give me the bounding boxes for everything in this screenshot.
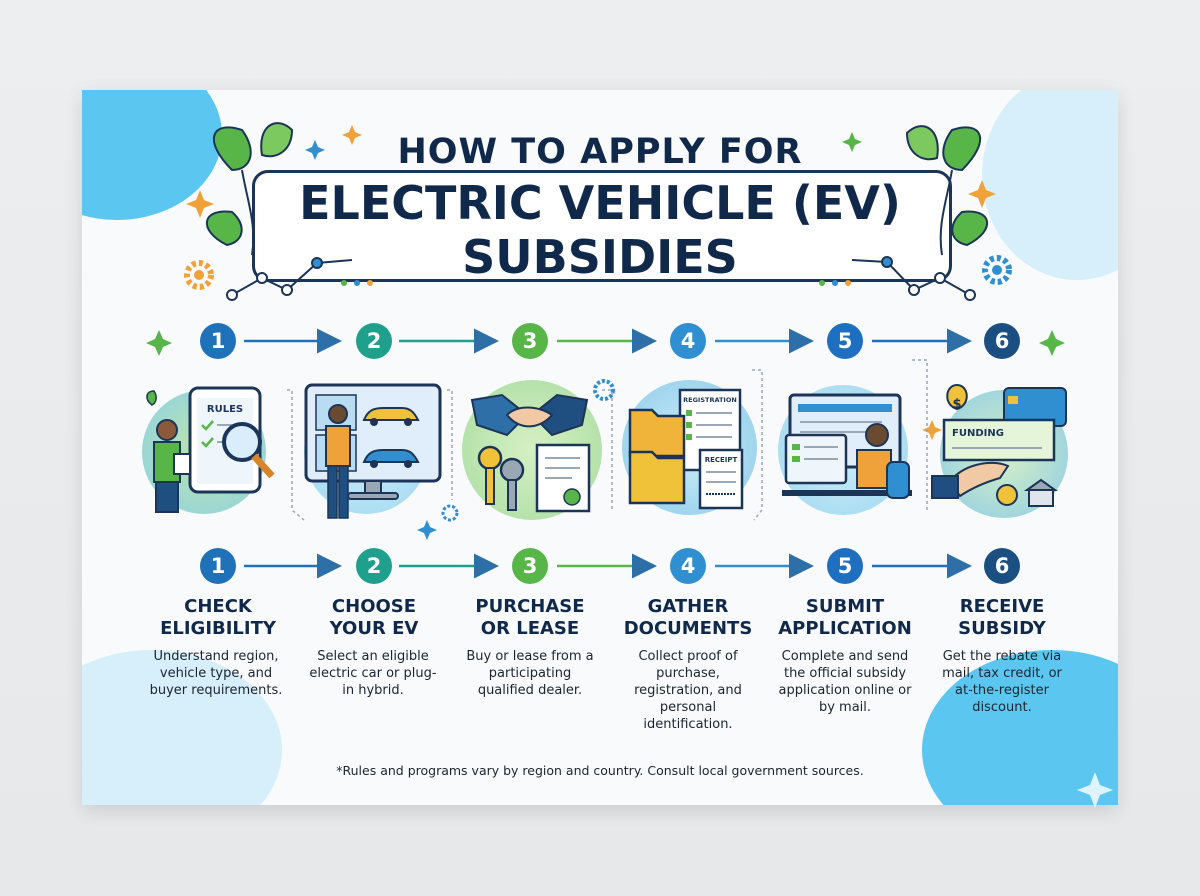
step-1-title: CHECK ELIGIBILITY (160, 596, 276, 639)
documents-folders-icon: REGISTRATION RECEIPT (628, 388, 744, 510)
title-line-3: SUBSIDIES (462, 230, 738, 284)
step-1-number-bottom: 1 (200, 548, 236, 584)
step-2-number-bottom: 2 (356, 548, 392, 584)
step-5-description: Complete and send the official subsidy a… (778, 649, 912, 715)
title-frame (252, 170, 952, 282)
step-1-description: Understand region, vehicle type, and buy… (149, 649, 283, 698)
handshake-keys-contract-icon (470, 393, 591, 513)
funding-label: FUNDING (952, 428, 1004, 439)
step-5-number-top: 5 (827, 323, 863, 359)
step-4-title: GATHER DOCUMENTS (623, 596, 753, 639)
sparkle-icons (146, 125, 1065, 540)
title-line-2: ELECTRIC VEHICLE (EV) (299, 176, 901, 230)
step-4-description: Collect proof of purchase, registration,… (634, 649, 742, 732)
step-2-description: Select an eligible electric car or plug-… (309, 649, 437, 698)
step-6-title: RECEIVE SUBSIDY (958, 596, 1046, 639)
decor-layer (146, 122, 1065, 540)
title-dots (341, 280, 851, 286)
funding-check-money-icon: $ FUNDING (931, 383, 1067, 507)
rules-label: RULES (207, 404, 243, 415)
step-6-description: Get the rebate via mail, tax credit, or … (942, 649, 1062, 715)
registration-label: REGISTRATION (683, 396, 737, 404)
step-5-number-bottom: 5 (827, 548, 863, 584)
step-4-number-top: 4 (670, 323, 706, 359)
step-3-number-top: 3 (512, 323, 548, 359)
step-6-number-bottom: 6 (984, 548, 1020, 584)
receipt-label: RECEIPT (705, 456, 738, 464)
footnote: *Rules and programs vary by region and c… (336, 763, 864, 778)
corner-sparkle-icon (1077, 772, 1113, 808)
step-1-number-top: 1 (200, 323, 236, 359)
ev-showroom-monitor-icon (304, 383, 442, 519)
person-computer-application-icon (782, 393, 912, 499)
left-leaves-icon (206, 122, 294, 256)
rules-tablet-magnifier-icon: RULES (146, 386, 275, 513)
step-3-description: Buy or lease from a participating qualif… (466, 649, 594, 698)
step-6-number-top: 6 (984, 323, 1020, 359)
network-lines (226, 256, 976, 301)
step-3-title: PURCHASE OR LEASE (475, 596, 585, 639)
title-main: ELECTRIC VEHICLE (EV) SUBSIDIES (82, 176, 1118, 284)
step-5-title: SUBMIT APPLICATION (778, 596, 912, 639)
money-bag-symbol: $ (952, 397, 961, 412)
gear-icons (184, 255, 1012, 522)
step-2-title: CHOOSE YOUR EV (329, 596, 419, 639)
step-2-number-top: 2 (356, 323, 392, 359)
right-leaves-icon (905, 125, 988, 256)
step-3-number-bottom: 3 (512, 548, 548, 584)
infographic-card: HOW TO APPLY FOR ELECTRIC VEHICLE (EV) S… (82, 90, 1118, 805)
step-arrows (244, 328, 972, 579)
title-line-1: HOW TO APPLY FOR (397, 132, 803, 172)
step-4-number-bottom: 4 (670, 548, 706, 584)
